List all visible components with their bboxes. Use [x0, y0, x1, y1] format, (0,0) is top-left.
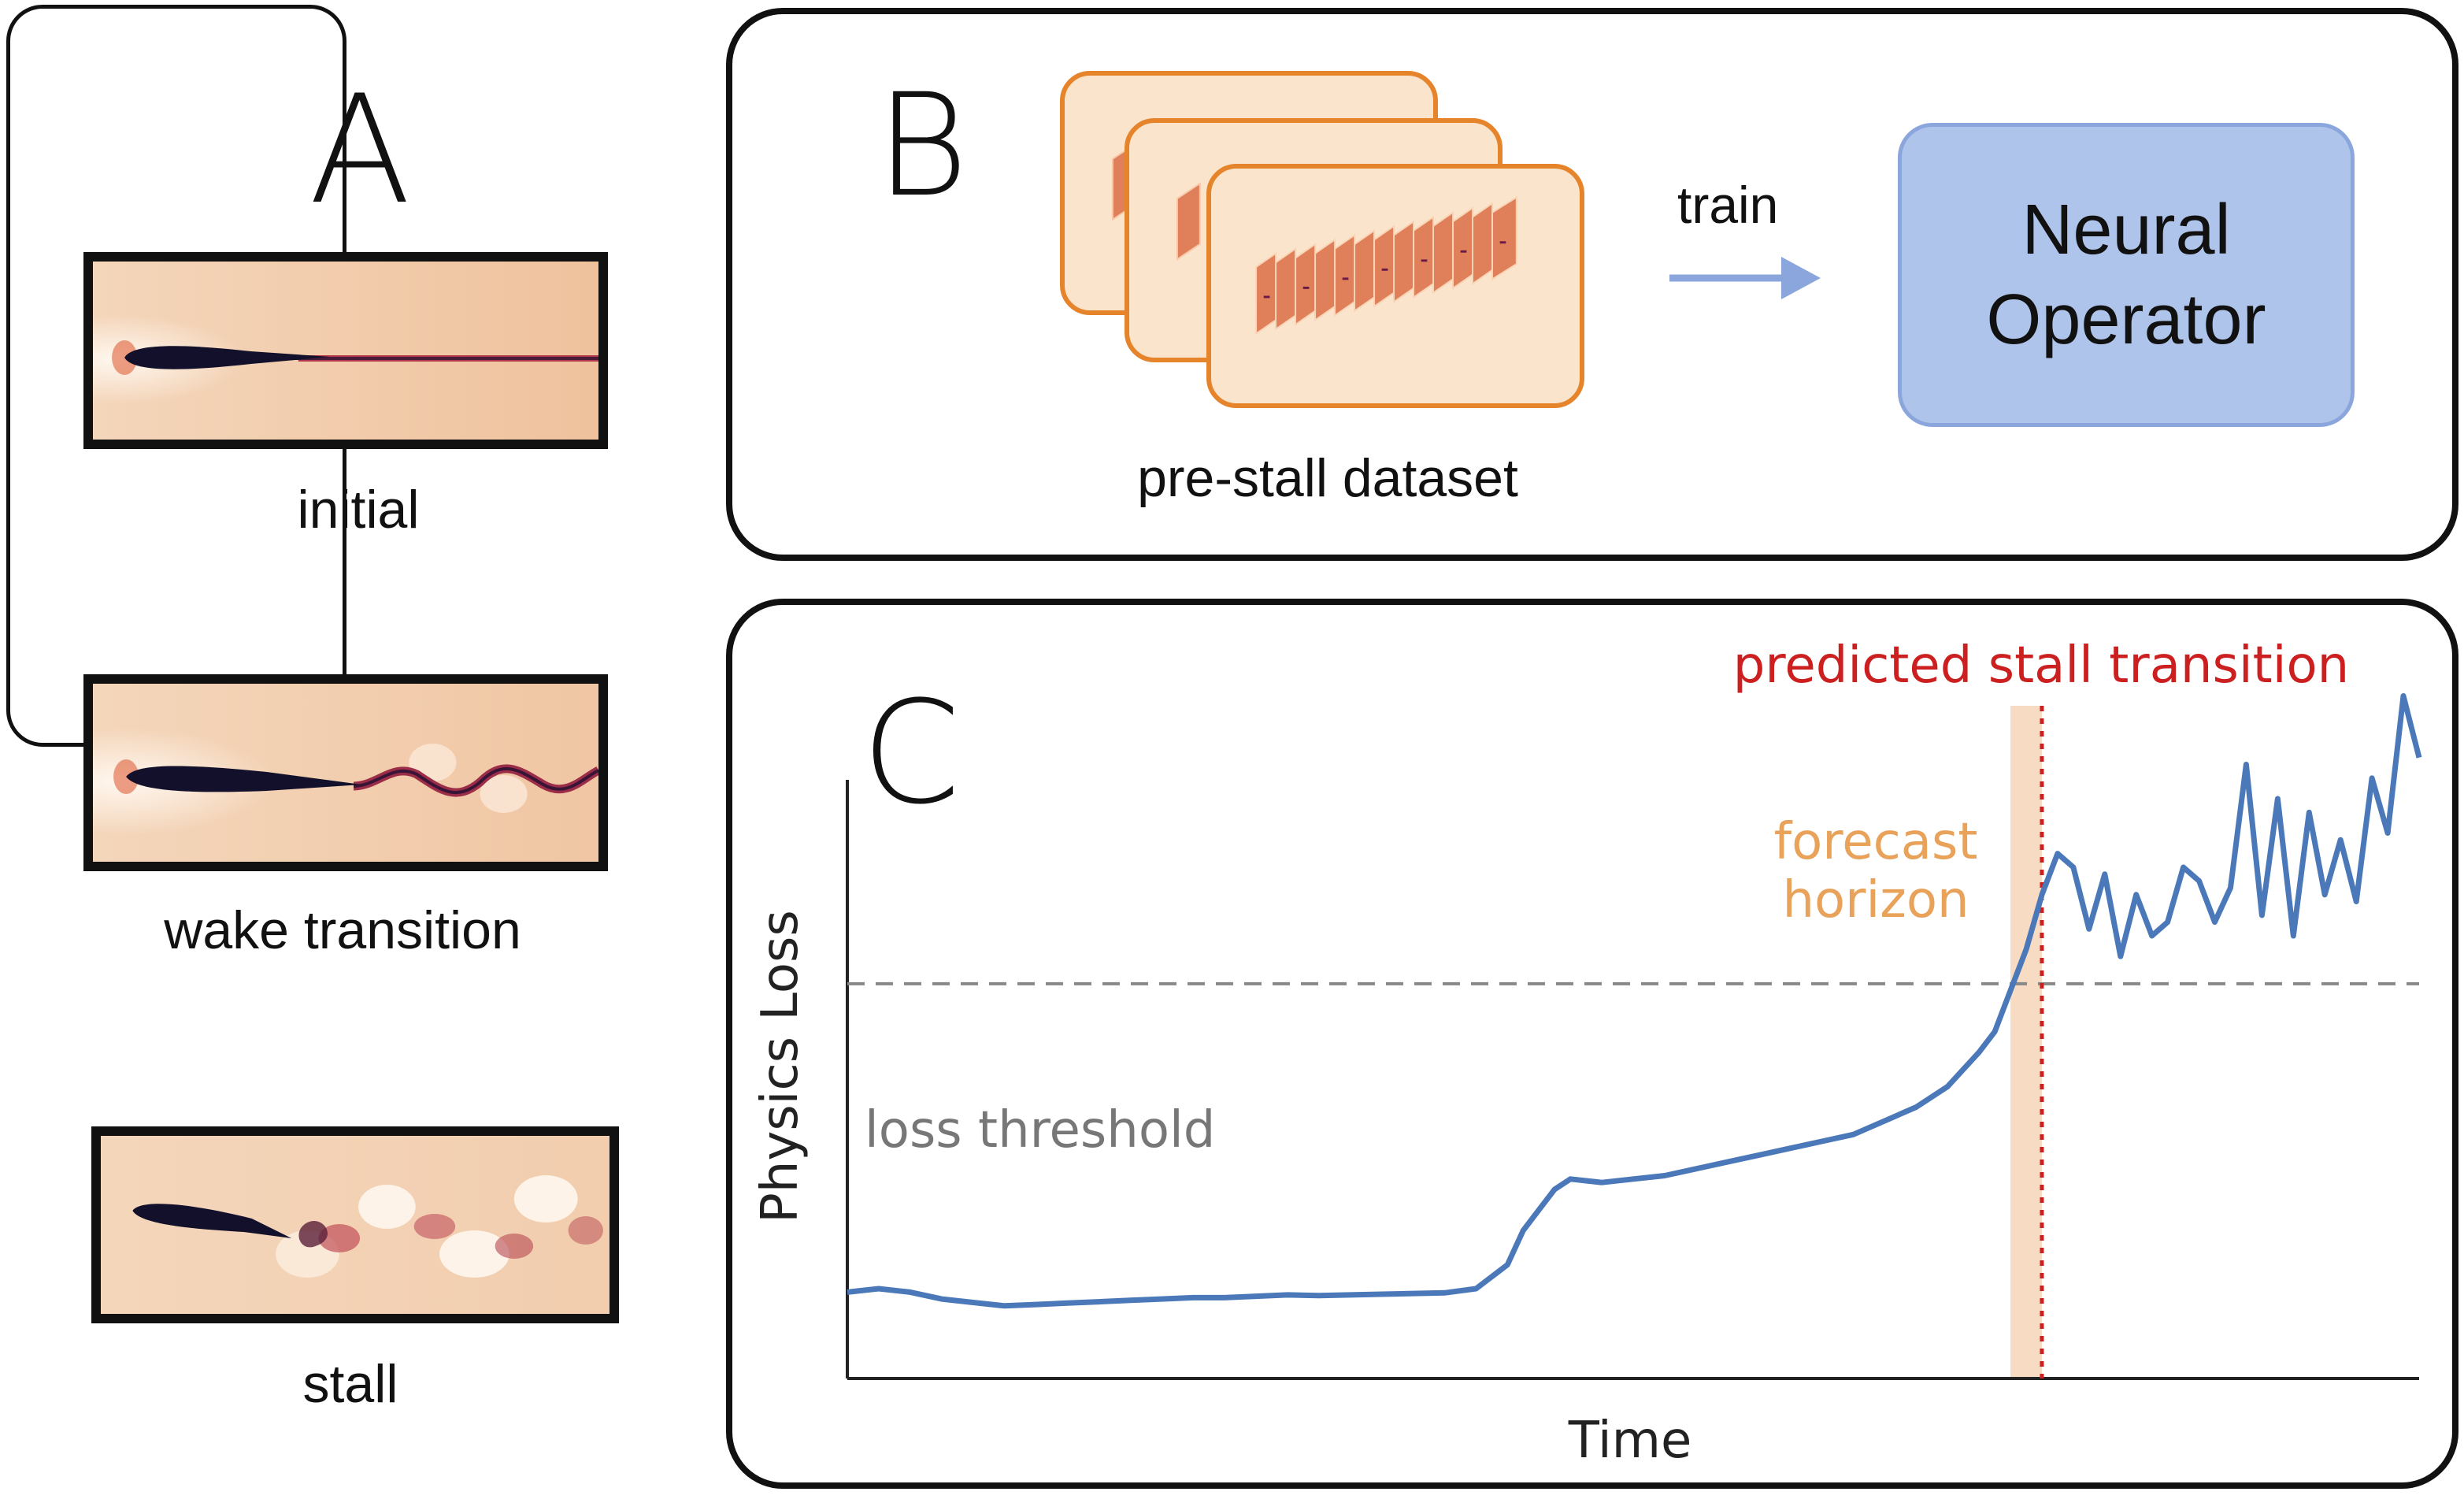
- state-label-stall: stall: [302, 1354, 398, 1414]
- dataset-card-front: [1206, 164, 1584, 408]
- flow-field-stall: [91, 1126, 619, 1323]
- x-axis-label: Time: [1568, 1412, 1692, 1470]
- panel-c-letter: C: [861, 671, 961, 836]
- operator-label-line1: Neural: [2021, 190, 2231, 269]
- threshold-label: loss threshold: [865, 1101, 1215, 1159]
- neural-operator-box: Neural Operator: [1898, 123, 2355, 427]
- forecast-horizon-band: [2010, 706, 2042, 1378]
- state-label-wake-transition: wake transition: [164, 900, 521, 960]
- panel-a-letter: A: [309, 63, 411, 237]
- train-label: train: [1677, 176, 1779, 234]
- operator-label-line2: Operator: [1986, 280, 2266, 359]
- forecast-label-line1: forecast: [1774, 813, 1978, 871]
- physics-loss-series: [847, 693, 2422, 1309]
- y-axis-label: Physics Loss: [751, 910, 810, 1223]
- train-arrow: [1669, 257, 1821, 299]
- state-label-initial: initial: [297, 480, 420, 540]
- panel-b-letter: B: [876, 64, 969, 228]
- dataset-label: pre-stall dataset: [1137, 448, 1518, 508]
- flow-field-initial: [83, 252, 608, 449]
- stall-label: predicted stall transition: [1733, 636, 2349, 695]
- panel-c: [726, 599, 2458, 1489]
- forecast-label-line2: horizon: [1782, 871, 1969, 929]
- flow-field-wake-transition: [83, 674, 608, 871]
